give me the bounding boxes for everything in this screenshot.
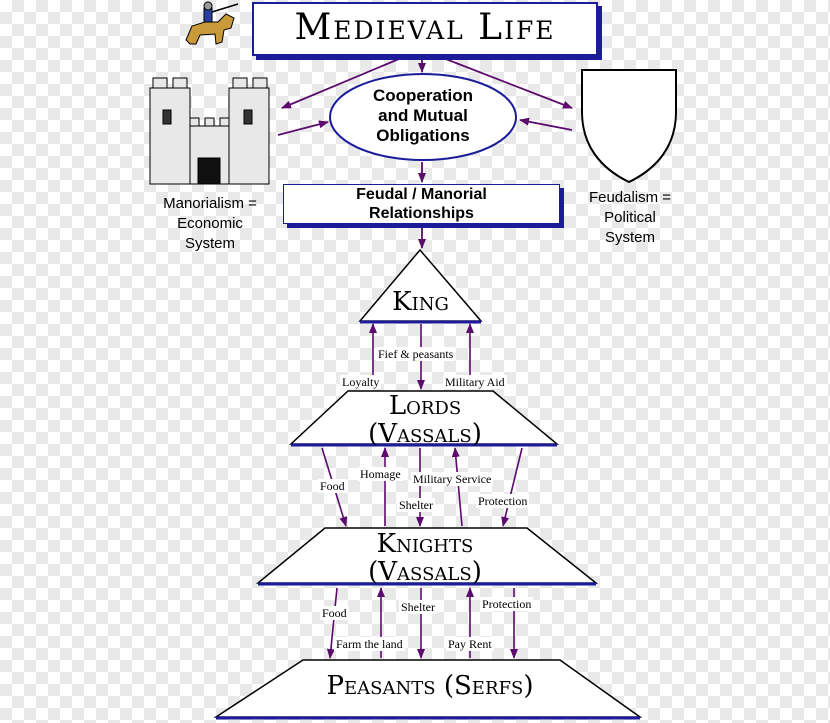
castle-icon — [149, 77, 270, 185]
farm-the-land-label: Farm the land — [334, 637, 405, 651]
knights-line-1: Knights — [376, 529, 474, 559]
feudalism-line-2: Political — [604, 209, 656, 226]
knights-shelter-label: Shelter — [399, 600, 437, 614]
peasants-label: Peasants (Serfs) — [326, 671, 534, 701]
top-arrows — [277, 54, 573, 249]
lords-shelter-label: Shelter — [397, 498, 435, 512]
page-title: Medieval Life — [252, 2, 598, 56]
military-service-label: Military Service — [411, 472, 494, 486]
cooperation-ellipse — [329, 73, 517, 161]
relationships-line-1: Feudal / Manorial — [356, 186, 487, 203]
pay-rent-label: Pay Rent — [446, 637, 494, 651]
manorialism-line-2: Economic — [177, 215, 243, 232]
knight-on-horse-icon — [185, 1, 239, 45]
relationships-box: Feudal / Manorial Relationships — [283, 184, 560, 224]
cooperation-line-2: and Mutual — [378, 106, 468, 125]
feudalism-caption: Feudalism = Political System — [574, 188, 686, 248]
shield-icon — [581, 69, 677, 184]
cooperation-line-1: Cooperation — [372, 86, 474, 105]
knights-food-label: Food — [320, 606, 349, 620]
loyalty-label: Loyalty — [340, 375, 382, 389]
lords-line-2: (Vassals) — [368, 419, 482, 449]
lords-protection-label: Protection — [476, 494, 530, 508]
manorialism-caption: Manorialism = Economic System — [146, 194, 274, 254]
manorialism-line-1: Manorialism = — [163, 195, 257, 212]
lords-line-1: Lords — [388, 391, 462, 421]
king-label: King — [392, 287, 449, 317]
feudalism-line-1: Feudalism = — [588, 189, 672, 206]
cooperation-label: Cooperation and Mutual Obligations — [348, 86, 498, 146]
knights-line-2: (Vassals) — [368, 557, 482, 587]
feudalism-line-3: System — [604, 229, 655, 246]
lords-label: Lords (Vassals) — [320, 392, 530, 448]
knights-label: Knights (Vassals) — [300, 530, 550, 586]
cooperation-line-3: Obligations — [376, 126, 470, 145]
homage-label: Homage — [358, 467, 403, 481]
knights-protection-label: Protection — [480, 597, 534, 611]
fief-label: Fief & peasants — [376, 347, 456, 361]
manorialism-line-3: System — [184, 235, 235, 252]
relationships-line-2: Relationships — [369, 205, 474, 222]
lords-knights-arrows — [321, 447, 523, 527]
lords-food-label: Food — [318, 479, 347, 493]
military-aid-label: Military Aid — [443, 375, 507, 389]
